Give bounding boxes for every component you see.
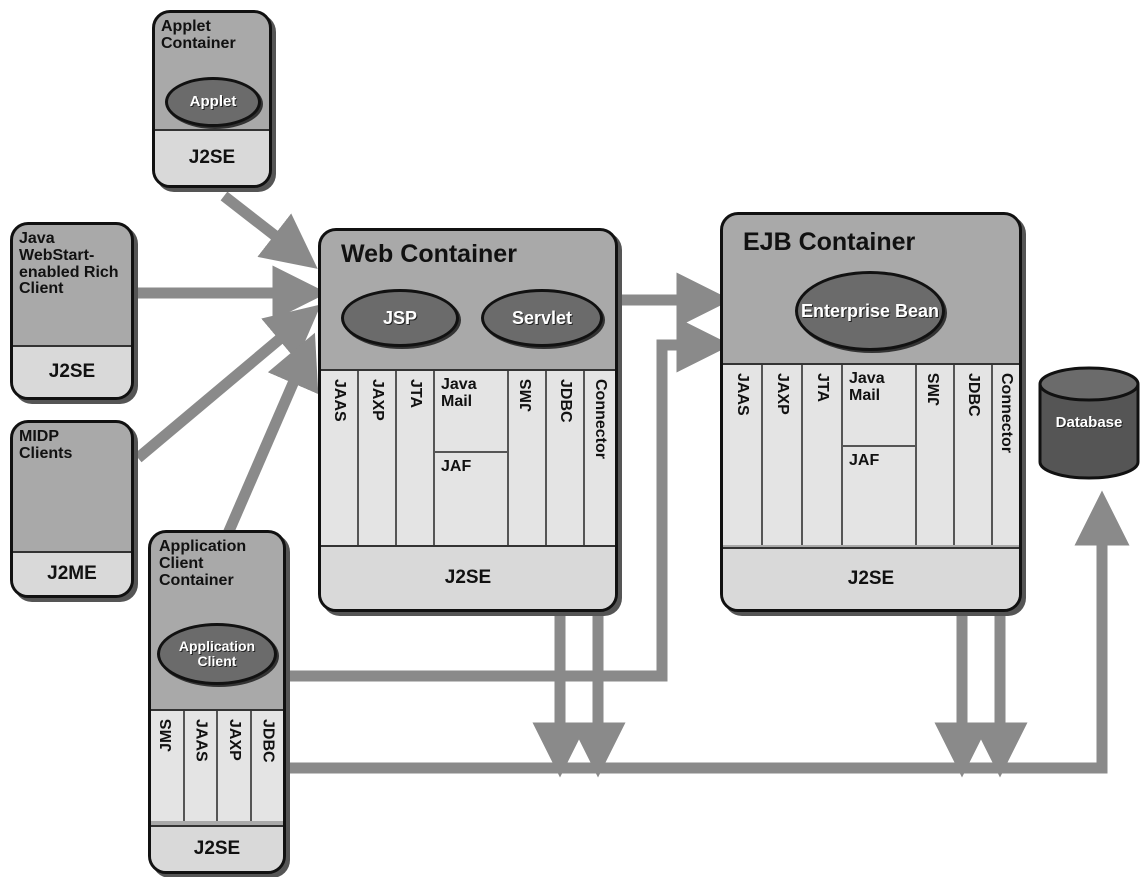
web-container-title: Web Container [341, 240, 517, 268]
api-jms: JMS [926, 373, 943, 406]
applet-container-title: Applet Container [161, 18, 236, 52]
api-jta: JTA [407, 379, 424, 409]
api-jaas: JAAS [734, 373, 751, 416]
midp-client-title: MIDP Clients [19, 428, 73, 462]
ejb-container: EJB Container Enterprise Bean JAAS JAXP … [720, 212, 1022, 612]
web-api-columns: JAAS JAXP JTA Java Mail JAF JMS JDBC Con… [321, 369, 615, 547]
servlet-component: Servlet [481, 289, 603, 347]
webstart-platform: J2SE [13, 345, 131, 397]
api-jdbc: JDBC [557, 379, 574, 423]
applet-container: Applet Container Applet J2SE [152, 10, 272, 188]
api-jaf: JAF [441, 458, 472, 475]
arrow-appclient-to-ejb [285, 317, 732, 682]
application-client-component: Application Client [157, 623, 277, 685]
api-connector: Connector [998, 373, 1015, 453]
jsp-component: JSP [341, 289, 459, 347]
api-java-mail: Java Mail [843, 365, 915, 447]
api-jms: JMS [157, 719, 175, 752]
midp-platform: J2ME [13, 551, 131, 595]
database-icon [1038, 366, 1140, 480]
app-client-container-title: Application Client Container [159, 538, 247, 589]
webstart-client-title: Java WebStart-enabled Rich Client [19, 230, 119, 298]
ejb-api-columns: JAAS JAXP JTA Java Mail JAF JMS JDBC Con… [723, 363, 1019, 545]
api-jaas: JAAS [331, 379, 348, 422]
app-client-platform: J2SE [151, 825, 283, 871]
web-platform: J2SE [321, 545, 615, 609]
midp-client: MIDP Clients J2ME [10, 420, 134, 598]
api-jms: JMS [518, 379, 535, 412]
ejb-container-title: EJB Container [743, 228, 916, 256]
ejb-platform: J2SE [723, 547, 1019, 609]
api-jta: JTA [814, 373, 831, 403]
arrow-appclient-to-web [220, 332, 319, 541]
api-jaxp: JAXP [225, 719, 243, 761]
api-jaf: JAF [849, 452, 880, 469]
api-jaxp: JAXP [774, 373, 791, 415]
webstart-client: Java WebStart-enabled Rich Client J2SE [10, 222, 134, 400]
api-java-mail: Java Mail [435, 371, 507, 453]
applet-component: Applet [165, 77, 261, 127]
database: Database [1037, 364, 1141, 482]
api-jaxp: JAXP [369, 379, 386, 421]
api-connector: Connector [592, 379, 609, 459]
applet-platform: J2SE [155, 129, 269, 185]
api-jdbc: JDBC [259, 719, 277, 763]
arrow-applet-to-web [220, 191, 318, 269]
arrow-midp-to-web [134, 304, 322, 463]
api-jaas: JAAS [192, 719, 210, 762]
app-client-api-columns: JMS JAAS JAXP JDBC [151, 709, 283, 821]
api-jdbc: JDBC [965, 373, 982, 417]
enterprise-bean-component: Enterprise Bean [795, 271, 945, 351]
database-label: Database [1055, 414, 1123, 431]
app-client-container: Application Client Container Application… [148, 530, 286, 874]
web-container: Web Container JSP Servlet JAAS JAXP JTA … [318, 228, 618, 612]
